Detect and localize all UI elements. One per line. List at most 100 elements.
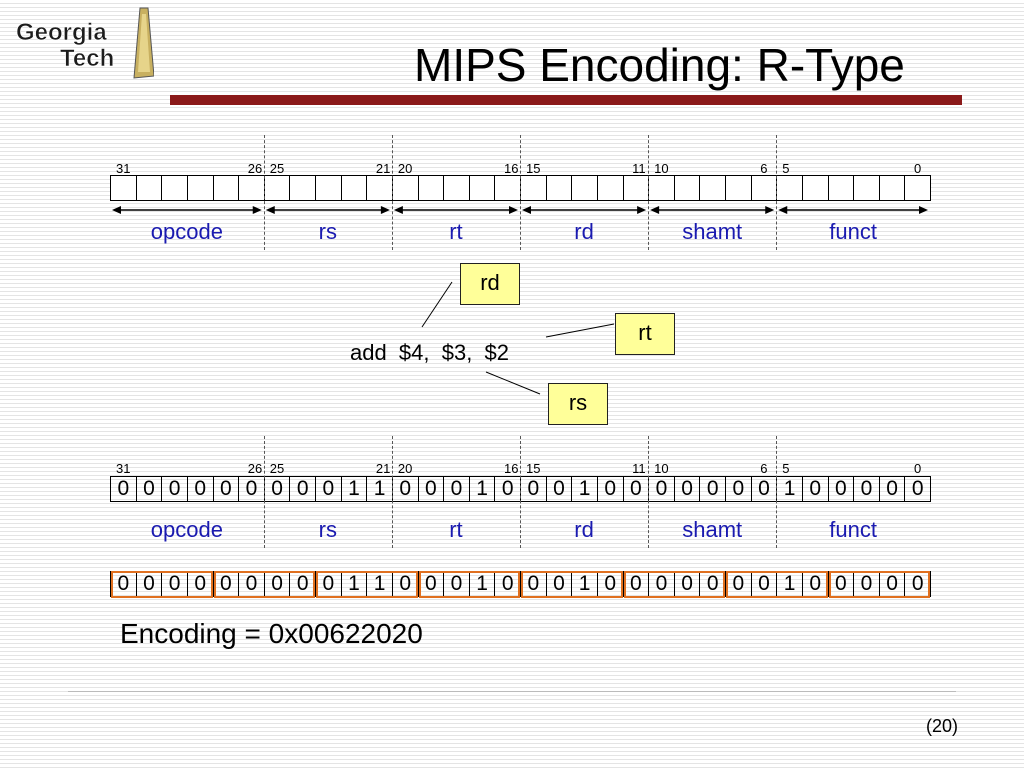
field-label-rd: rd (574, 219, 594, 244)
empty-bit-cell (187, 175, 214, 201)
encoded-bit-cell: 1 (572, 476, 598, 502)
encoded-bit-cell: 0 (700, 476, 726, 502)
empty-bit-cell (879, 175, 906, 201)
logo-line2: Tech (60, 45, 114, 72)
bit-index-26: 26 (247, 161, 263, 176)
field-label-funct: funct (829, 219, 877, 244)
callout-rd: rd (460, 263, 520, 305)
arrow-head (380, 206, 390, 214)
empty-bit-cell (623, 175, 650, 201)
georgia-tech-logo: Georgia Tech (16, 7, 154, 79)
nibble-box (726, 571, 828, 598)
top-bit-register (110, 175, 931, 201)
encoded-bit-cell: 0 (623, 476, 650, 502)
arrow-head (919, 206, 928, 214)
encoded-bit-cell: 0 (546, 476, 573, 502)
empty-bit-cell (649, 175, 675, 201)
field-divider (776, 135, 778, 250)
encoded-bit-cell: 0 (905, 476, 931, 502)
encoded-bit-cell: 0 (290, 476, 316, 502)
encoded-bit-cell: 0 (418, 476, 445, 502)
empty-bit-cell (597, 175, 624, 201)
field-label-shamt: shamt (682, 517, 743, 542)
encoded-bit-cell: 0 (213, 476, 240, 502)
bit-index-20: 20 (397, 161, 413, 176)
empty-bit-cell (264, 175, 291, 201)
arrow-head (112, 206, 121, 214)
field-divider (263, 135, 265, 250)
field-divider (648, 135, 650, 250)
bit-index-16: 16 (504, 161, 519, 176)
arrow-head (522, 206, 531, 214)
empty-bit-cell (674, 175, 701, 201)
bit-index-25: 25 (269, 461, 285, 476)
bit-index-21: 21 (375, 461, 391, 476)
empty-bit-cell (341, 175, 368, 201)
bit-index-0: 0 (914, 461, 922, 476)
field-divider (391, 135, 393, 250)
callout-rt: rt (615, 313, 675, 355)
arrow-head (765, 206, 775, 214)
logo-line1: Georgia (16, 19, 107, 46)
empty-bit-cell (726, 175, 752, 201)
encoded-bit-cell: 0 (802, 476, 829, 502)
bit-index-21: 21 (375, 161, 391, 176)
bit-index-6: 6 (760, 461, 768, 476)
encoded-bit-cell: 0 (854, 476, 880, 502)
field-divider (776, 436, 778, 548)
field-label-shamt: shamt (682, 219, 743, 244)
field-label-rt: rt (449, 517, 463, 542)
empty-bit-cell (367, 175, 393, 201)
bit-index-11: 11 (632, 461, 646, 476)
field-label-opcode: opcode (150, 219, 223, 244)
encoded-bit-cell: 0 (751, 476, 778, 502)
arrow-head (778, 206, 788, 214)
arrow-head (650, 206, 660, 214)
arrow-head (637, 206, 647, 214)
encoded-bit-cell: 0 (879, 476, 906, 502)
arrow-head (265, 206, 275, 214)
encoded-bit-cell: 0 (521, 476, 547, 502)
bit-index-16: 16 (504, 461, 519, 476)
bit-index-26: 26 (247, 461, 263, 476)
field-label-rs: rs (318, 517, 337, 542)
nibble-box (111, 571, 213, 598)
empty-bit-cell (444, 175, 470, 201)
empty-bit-cell (111, 175, 137, 201)
nibble-box (828, 571, 930, 598)
empty-bit-cell (418, 175, 445, 201)
arrow-head (252, 206, 262, 214)
empty-bit-cell (905, 175, 931, 201)
encoded-bit-cell: 1 (469, 476, 496, 502)
empty-bit-cell (316, 175, 342, 201)
empty-bit-cell (290, 175, 316, 201)
field-label-rs: rs (318, 219, 337, 244)
bit-index-20: 20 (397, 461, 413, 476)
nibble-box (623, 571, 725, 598)
empty-bit-cell (469, 175, 496, 201)
empty-bit-cell (854, 175, 880, 201)
bit-index-5: 5 (782, 461, 790, 476)
assembly-instruction: add $4, $3, $2 (350, 340, 510, 365)
bit-index-15: 15 (526, 461, 541, 476)
encoded-bit-cell: 0 (392, 476, 419, 502)
field-label-rd: rd (574, 517, 594, 542)
empty-bit-cell (239, 175, 265, 201)
bit-index-11: 11 (632, 161, 646, 176)
bit-index-25: 25 (269, 161, 285, 176)
encoded-bit-cell: 0 (444, 476, 470, 502)
encoded-bit-cell: 0 (649, 476, 675, 502)
field-divider (263, 436, 265, 548)
empty-bit-cell (777, 175, 803, 201)
empty-bit-cell (162, 175, 188, 201)
encoded-bit-cell: 0 (162, 476, 188, 502)
bit-index-5: 5 (782, 161, 790, 176)
field-divider (391, 436, 393, 548)
bit-index-0: 0 (914, 161, 922, 176)
encoded-bit-cell: 0 (239, 476, 265, 502)
field-divider (520, 436, 521, 548)
nibble-box (418, 571, 520, 598)
